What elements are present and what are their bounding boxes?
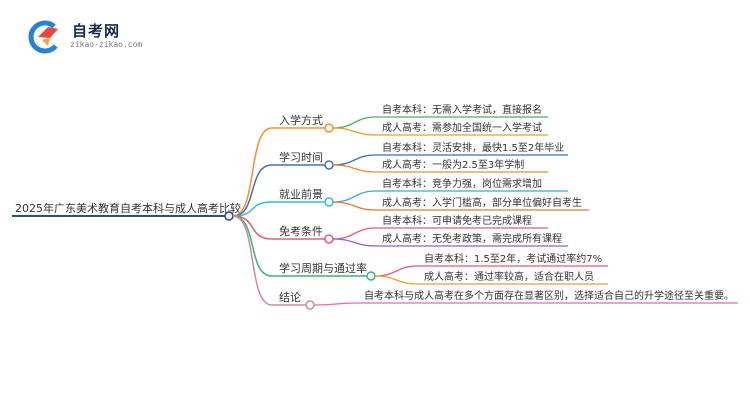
branch-label-2: 学习时间 [279, 150, 323, 164]
leaf-connector-6-1 [313, 302, 359, 306]
branch-label-5: 学习周期与通过率 [279, 261, 367, 275]
leaf-connector-3-1 [332, 190, 377, 203]
branch-dot-2 [324, 160, 334, 170]
branch-label-6: 结论 [279, 290, 301, 304]
branch-dot-1 [324, 123, 334, 133]
site-logo[interactable]: 自考网 zikao-zikao.com [28, 18, 168, 54]
leaf-connector-3-2 [332, 201, 377, 211]
branch-dot-4 [324, 234, 334, 244]
leaf-label-3-2: 成人高考：入学门槛高，部分单位偏好自考生 [382, 196, 582, 209]
leaf-label-2-1: 自考本科：灵活安排，最快1.5至2年毕业 [382, 141, 564, 154]
leaf-connector-5-2 [374, 275, 419, 285]
branch-dot-5 [366, 271, 376, 281]
branch-connector-1 [232, 127, 273, 217]
leaf-connector-4-2 [332, 238, 377, 247]
branch-dot-6 [305, 300, 315, 310]
branch-connector-6 [232, 215, 273, 306]
branch-label-1: 入学方式 [279, 113, 323, 127]
branch-label-3: 就业前景 [279, 187, 323, 201]
branch-connector-3 [232, 201, 273, 217]
leaf-label-1-1: 自考本科：无需入学考试，直接报名 [382, 103, 542, 116]
leaf-label-6-1: 自考本科与成人高考在多个方面存在显著区别，选择适合自己的升学途径至关重要。 [364, 289, 734, 302]
branch-connector-4 [232, 215, 273, 240]
logo-url: zikao-zikao.com [70, 40, 143, 49]
leaf-connector-1-2 [332, 127, 377, 136]
leaf-label-4-2: 成人高考：无免考政策，需完成所有课程 [382, 232, 562, 245]
leaf-connector-2-2 [332, 164, 377, 173]
logo-title: 自考网 [72, 22, 121, 40]
leaf-label-3-1: 自考本科：竞争力强，岗位需求增加 [382, 177, 542, 190]
leaf-connector-2-1 [332, 154, 377, 166]
leaf-connector-5-1 [374, 265, 419, 277]
leaf-connector-1-1 [332, 116, 377, 129]
branch-dot-3 [324, 197, 334, 207]
leaf-label-2-2: 成人高考：一般为2.5至3年学制 [382, 158, 524, 171]
leaf-connector-4-1 [332, 227, 377, 240]
branch-connector-5 [232, 215, 273, 277]
leaf-label-4-1: 自考本科：可申请免考已完成课程 [382, 214, 532, 227]
leaf-label-5-2: 成人高考：通过率较高，适合在职人员 [424, 270, 594, 283]
root-node-label: 2025年广东美术教育自考本科与成人高考比较 [15, 201, 241, 215]
root-node-dot [224, 211, 234, 221]
branch-connector-2 [232, 164, 273, 217]
leaf-label-5-1: 自考本科：1.5至2年，考试通过率约7% [424, 252, 602, 265]
branch-label-4: 免考条件 [279, 224, 323, 238]
logo-icon [28, 20, 62, 54]
leaf-label-1-2: 成人高考：需参加全国统一入学考试 [382, 121, 542, 134]
